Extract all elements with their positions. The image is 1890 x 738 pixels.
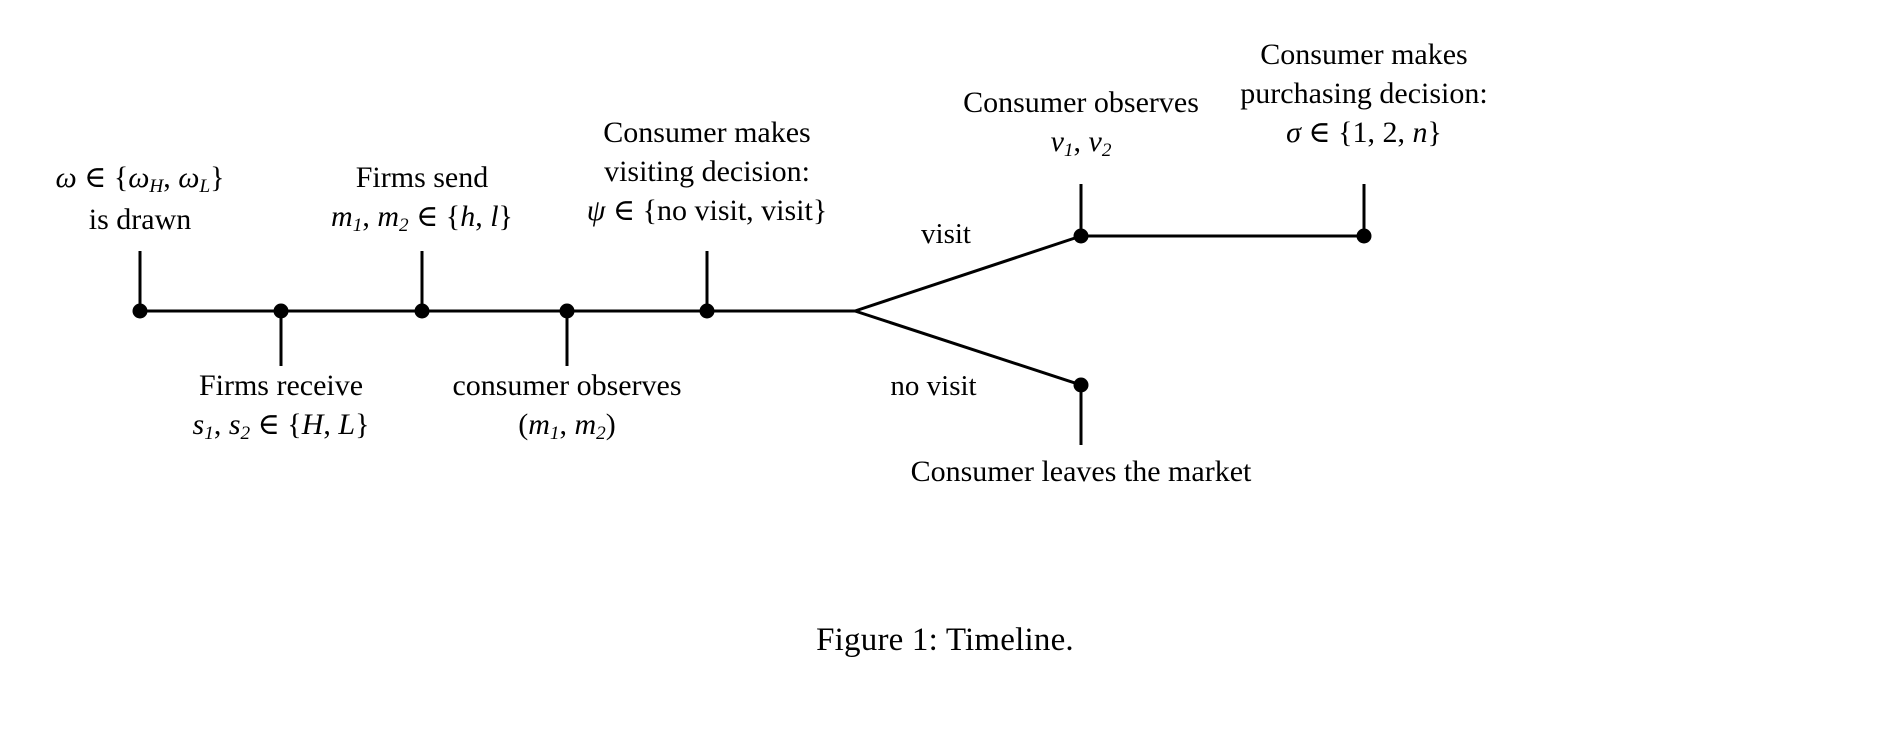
label-firms-send-formula: m1, m2 ∈ {h, l} — [282, 197, 562, 239]
branch-label-no-visit-text: no visit — [890, 370, 977, 402]
node-dot-messages — [414, 303, 430, 319]
m-in-open: ∈ { — [408, 200, 461, 233]
s2-symbol: s — [228, 408, 241, 441]
label-visiting-decision-formula: ψ ∈ {no visit, visit} — [547, 191, 867, 230]
branch-label-visit-text: visit — [921, 218, 971, 250]
omega-l-symbol: ω — [178, 161, 200, 194]
psi-comma: , — [746, 194, 762, 227]
nu1-subscript: 1 — [1063, 139, 1074, 161]
label-consumer-observes-values-text: Consumer observes — [963, 86, 1199, 119]
label-consumer-observes-values: Consumer observes ν1, ν2 — [941, 83, 1221, 164]
m1-subscript: 1 — [352, 214, 363, 236]
sigma-option-2: 2 — [1382, 116, 1398, 149]
omega-h-symbol: ω — [128, 161, 150, 194]
message-comma: , — [475, 200, 491, 233]
label-consumer-observes-values-formula: ν1, ν2 — [941, 122, 1221, 164]
node-dot-leave-market — [1073, 377, 1089, 393]
label-omega-drawn: ω ∈ {ωH, ωL} is drawn — [0, 158, 280, 239]
branch-no-visit-line — [854, 309, 1082, 387]
label-consumer-observes-messages: consumer observes (m1, m2) — [427, 366, 707, 447]
nu2-symbol: ν — [1088, 125, 1102, 158]
node-dot-visiting-decision — [699, 303, 715, 319]
message-high-symbol: h — [460, 200, 476, 233]
obs-m2-subscript: 2 — [596, 422, 606, 444]
label-purchasing-decision-formula: σ ∈ {1, 2, n} — [1214, 113, 1514, 152]
signal-comma: , — [323, 408, 339, 441]
m-comma: , — [362, 200, 378, 233]
sigma-set-close: } — [1427, 116, 1442, 149]
sigma-in-open: ∈ { — [1300, 116, 1353, 149]
branch-visit-line — [854, 234, 1082, 313]
s2-subscript: 2 — [240, 422, 251, 444]
label-visiting-decision-line1: Consumer makes — [603, 116, 811, 149]
label-omega-formula: ω ∈ {ωH, ωL} — [0, 158, 280, 200]
paren-open: ( — [518, 408, 529, 441]
s1-symbol: s — [192, 408, 205, 441]
psi-option-visit: visit — [761, 194, 813, 227]
omega-l-subscript: L — [199, 175, 211, 197]
psi-set-close: } — [812, 194, 828, 227]
nu1-symbol: ν — [1050, 125, 1064, 158]
sigma-comma-2: , — [1397, 116, 1413, 149]
nu2-subscript: 2 — [1101, 139, 1112, 161]
label-purchasing-decision-line1: Consumer makes — [1260, 38, 1468, 71]
omega-in-open: ∈ { — [76, 161, 129, 194]
label-firms-receive-text: Firms receive — [198, 369, 364, 402]
message-low-symbol: l — [490, 200, 499, 233]
label-visiting-decision: Consumer makes visiting decision: ψ ∈ {n… — [547, 113, 867, 230]
label-consumer-observes-messages-formula: (m1, m2) — [427, 405, 707, 447]
node-dot-observe-values — [1073, 228, 1089, 244]
s-in-open: ∈ { — [250, 408, 302, 441]
sigma-option-n: n — [1412, 116, 1428, 149]
psi-in-open: ∈ { — [605, 194, 657, 227]
sigma-comma-1: , — [1367, 116, 1383, 149]
label-purchasing-decision: Consumer makes purchasing decision: σ ∈ … — [1214, 35, 1514, 152]
s-comma: , — [213, 408, 229, 441]
sigma-option-1: 1 — [1352, 116, 1368, 149]
signal-low-symbol: L — [338, 408, 356, 441]
label-consumer-observes-messages-text: consumer observes — [452, 369, 682, 402]
figure-caption-text: Figure 1: Timeline. — [816, 622, 1074, 658]
label-firms-receive-formula: s1, s2 ∈ {H, L} — [141, 405, 421, 447]
omega-symbol: ω — [55, 161, 77, 194]
label-leaves-market-text: Consumer leaves the market — [910, 455, 1252, 488]
node-dot-purchase — [1356, 228, 1372, 244]
branch-label-visit: visit — [886, 218, 1006, 251]
m2-subscript: 2 — [398, 214, 409, 236]
nu-comma: , — [1073, 125, 1089, 158]
label-omega-is-drawn-text: is drawn — [88, 202, 192, 236]
sigma-symbol: σ — [1286, 116, 1301, 149]
figure-caption: Figure 1: Timeline. — [0, 622, 1890, 659]
label-firms-send: Firms send m1, m2 ∈ {h, l} — [282, 158, 562, 239]
m1-symbol: m — [331, 200, 353, 233]
obs-m1-subscript: 1 — [549, 422, 560, 444]
omega-comma: , — [163, 161, 179, 194]
label-purchasing-decision-line2: purchasing decision: — [1240, 77, 1488, 110]
omega-set-close: } — [210, 161, 225, 194]
obs-m2-symbol: m — [574, 408, 597, 441]
label-leaves-market: Consumer leaves the market — [861, 452, 1301, 491]
message-set-close: } — [498, 200, 513, 233]
branch-label-no-visit: no visit — [861, 370, 1006, 403]
obs-m-comma: , — [559, 408, 575, 441]
paren-close: ) — [605, 408, 616, 441]
signal-set-close: } — [355, 408, 370, 441]
node-dot-omega — [132, 303, 148, 319]
psi-symbol: ψ — [586, 194, 606, 227]
psi-option-no-visit: no visit — [656, 194, 747, 227]
signal-high-symbol: H — [301, 408, 324, 441]
label-firms-send-text: Firms send — [355, 161, 489, 194]
omega-h-subscript: H — [149, 175, 164, 197]
label-visiting-decision-line2: visiting decision: — [604, 155, 810, 188]
m2-symbol: m — [377, 200, 399, 233]
obs-m1-symbol: m — [528, 408, 550, 441]
label-firms-receive: Firms receive s1, s2 ∈ {H, L} — [141, 366, 421, 447]
node-dot-signals — [273, 303, 289, 319]
s1-subscript: 1 — [204, 422, 214, 444]
node-dot-observe-messages — [559, 303, 575, 319]
